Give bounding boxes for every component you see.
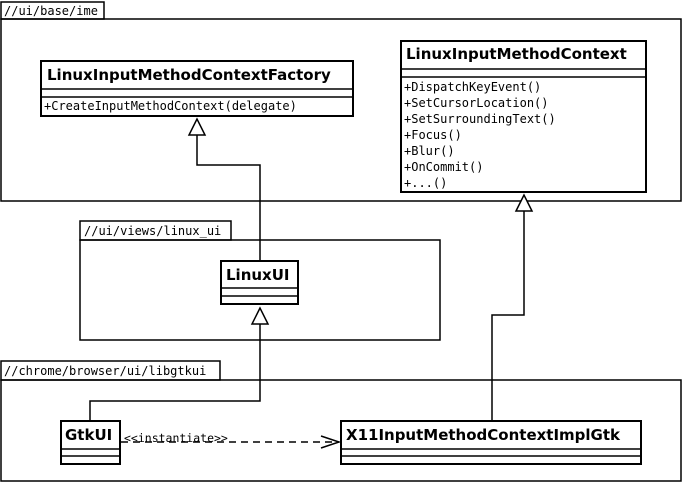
package-ui-base-ime: //ui/base/ime [0, 1, 682, 202]
class-gtk-ui: GtkUI [60, 420, 121, 465]
class-name: LinuxInputMethodContext [406, 45, 627, 63]
class-name: LinuxUI [226, 266, 290, 284]
dependency-instantiate: <<instantiate>> [121, 431, 342, 449]
package-chrome-browser-ui-libgtkui: //chrome/browser/ui/libgtkui [0, 360, 682, 482]
operation: +SetCursorLocation() [404, 96, 549, 110]
operation: +DispatchKeyEvent() [404, 80, 541, 94]
relation-line [491, 211, 525, 421]
class-box [220, 260, 299, 305]
generalization-arrowhead [514, 193, 534, 212]
class-name: GtkUI [65, 426, 112, 444]
package-body [0, 18, 682, 202]
generalization-impl-to-context [491, 193, 534, 421]
package-label: //chrome/browser/ui/libgtkui [4, 364, 206, 378]
class-box [340, 420, 642, 465]
operation: +Blur() [404, 144, 455, 158]
class-linux-input-method-context-factory: LinuxInputMethodContextFactory +CreateIn… [40, 60, 354, 117]
stereotype-label: <<instantiate>> [124, 431, 228, 445]
relation-line [89, 324, 261, 421]
package-body [0, 379, 682, 482]
operation: +CreateInputMethodContext(delegate) [44, 99, 297, 113]
dependency-arrowhead [320, 435, 342, 449]
package-label: //ui/views/linux_ui [84, 224, 221, 238]
relation-line [196, 135, 261, 261]
class-name: LinuxInputMethodContextFactory [47, 66, 331, 84]
generalization-arrowhead [250, 306, 270, 325]
operation: +Focus() [404, 128, 462, 142]
class-box [400, 40, 647, 193]
generalization-arrowhead [187, 117, 207, 136]
class-linux-ui: LinuxUI [220, 260, 299, 305]
package-label: //ui/base/ime [4, 4, 98, 18]
operation: +...() [404, 176, 447, 190]
class-name: X11InputMethodContextImplGtk [346, 426, 621, 444]
generalization-linuxui-to-factory [187, 117, 261, 261]
generalization-gtkui-to-linuxui [89, 306, 270, 421]
class-linux-input-method-context: LinuxInputMethodContext +DispatchKeyEven… [400, 40, 647, 193]
operation: +OnCommit() [404, 160, 483, 174]
class-x11-input-method-context-impl-gtk: X11InputMethodContextImplGtk [340, 420, 642, 465]
operation: +SetSurroundingText() [404, 112, 556, 126]
